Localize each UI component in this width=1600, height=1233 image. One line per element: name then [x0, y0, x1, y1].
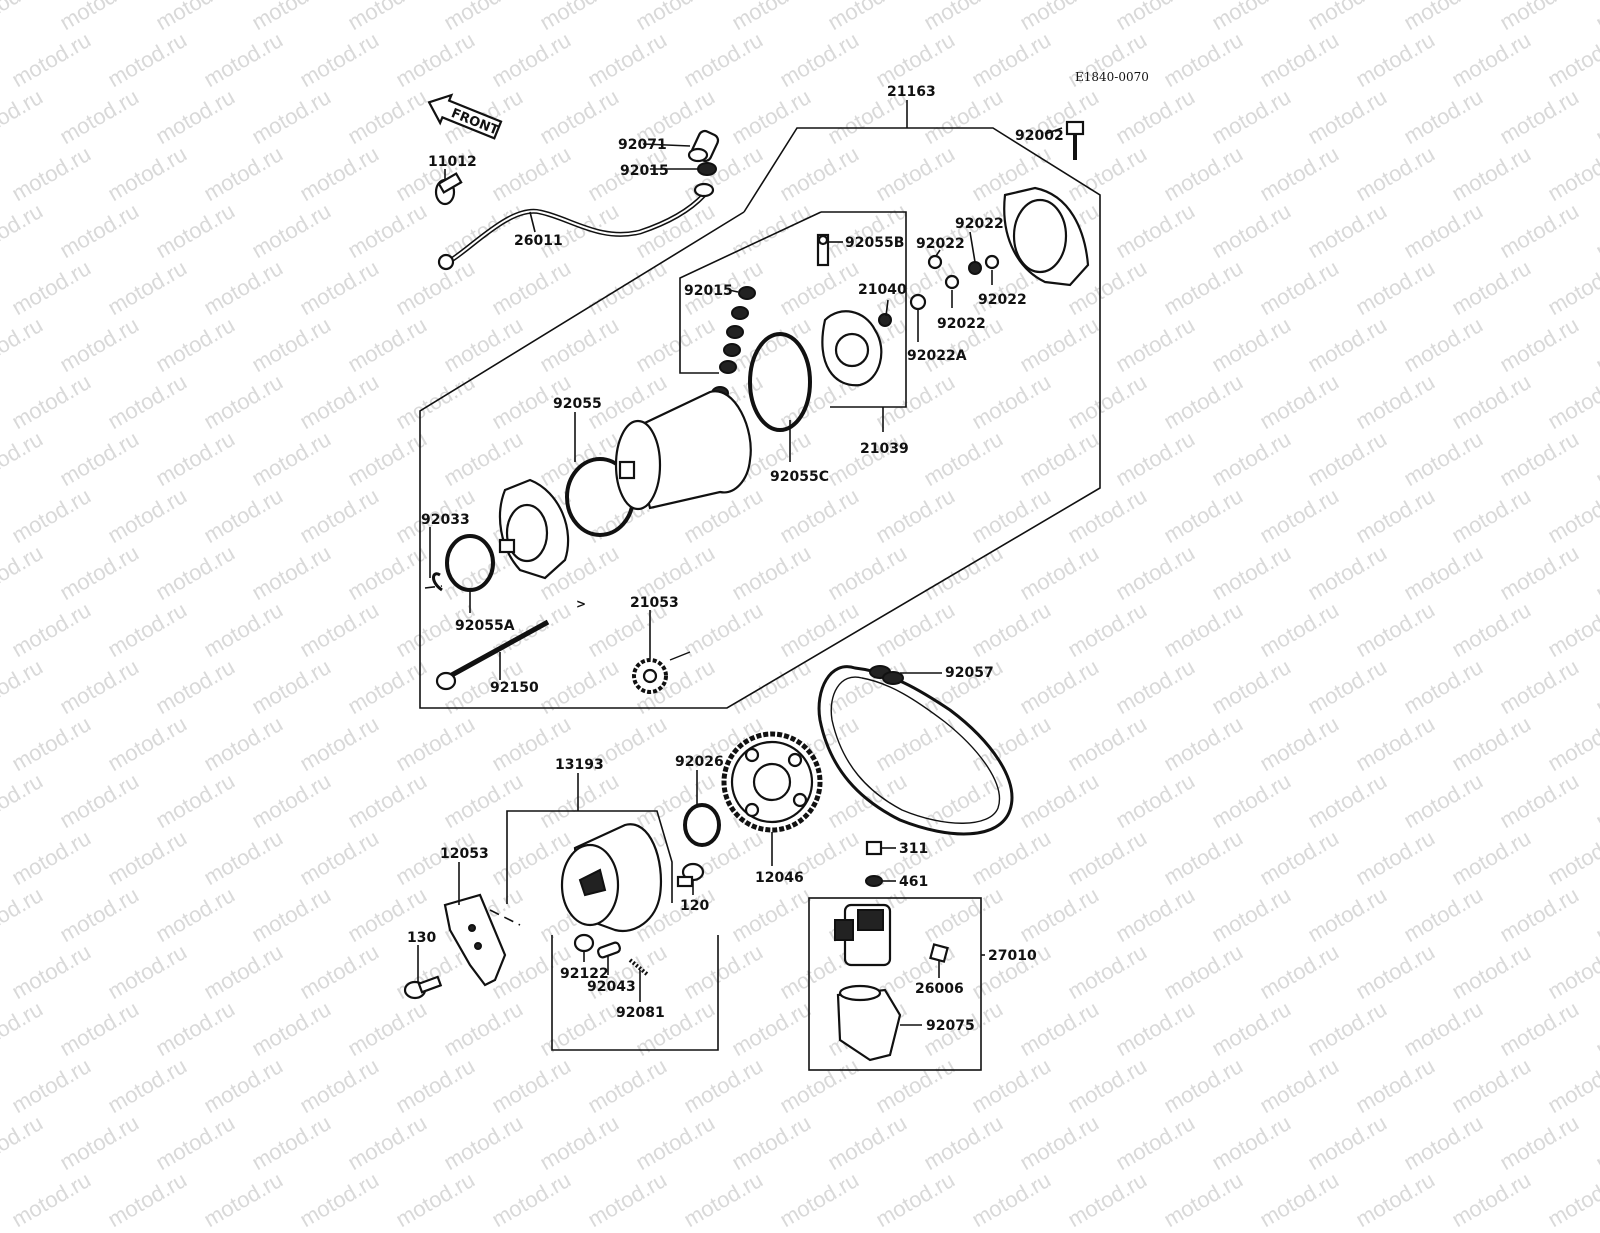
plunger-92043 — [596, 941, 622, 959]
label-12046: 12046 — [755, 870, 804, 886]
terminal-cap — [434, 172, 463, 206]
label-26011: 26011 — [514, 233, 563, 249]
leader-lines — [417, 127, 1063, 1026]
washer-461 — [865, 875, 883, 887]
fuse-26006 — [929, 943, 949, 963]
washer-92022-c — [968, 261, 982, 275]
label-92022-c: 92022 — [937, 316, 986, 332]
label-92055B: 92055B — [845, 235, 904, 251]
washer-92022-d — [984, 254, 1000, 270]
spring-92081 — [628, 958, 650, 977]
through-bolt-92150 — [435, 619, 550, 691]
nut-311 — [865, 840, 883, 856]
washer-92022-b — [944, 274, 960, 290]
label-92150: 92150 — [490, 680, 539, 696]
o-ring-92055C — [748, 332, 812, 432]
label-311: 311 — [899, 841, 928, 857]
nut-92015-top — [697, 162, 717, 176]
label-92043: 92043 — [587, 979, 636, 995]
bolt-120 — [676, 862, 705, 888]
motor-yoke — [614, 390, 752, 511]
label-92071: 92071 — [618, 137, 667, 153]
sprocket-12046 — [721, 731, 823, 833]
washer-92022-a — [927, 254, 943, 270]
snap-ring-92033 — [432, 572, 443, 592]
label-92015-mid: 92015 — [684, 283, 733, 299]
label-92081: 92081 — [616, 1005, 665, 1021]
label-92033: 92033 — [421, 512, 470, 528]
brush-assembly-outline — [679, 211, 907, 432]
idle-gear-21053 — [632, 651, 691, 694]
label-120: 120 — [680, 898, 709, 914]
exploded-view: E1840-0070 FRONT — [403, 70, 1149, 1071]
label-21039: 21039 — [860, 441, 909, 457]
label-92022A: 92022A — [907, 348, 967, 364]
starter-cable — [437, 182, 715, 271]
label-21053: 21053 — [630, 595, 679, 611]
front-arrow: FRONT — [427, 93, 503, 140]
label-461: 461 — [899, 874, 928, 890]
label-92022-d: 92022 — [978, 292, 1027, 308]
label-92026: 92026 — [675, 754, 724, 770]
drawing-code: E1840-0070 — [1075, 70, 1149, 84]
rear-end-cover — [1003, 186, 1090, 287]
label-92055C: 92055C — [770, 469, 829, 485]
roller-92122 — [573, 933, 595, 953]
small-arrow-mark: > — [576, 597, 586, 611]
relay-cover-92075 — [836, 984, 902, 1062]
label-26006: 26006 — [915, 981, 964, 997]
washer-92026 — [683, 803, 721, 847]
washer-92022A — [909, 293, 927, 311]
starter-relay-outline — [808, 897, 985, 1071]
starter-assembly-outline — [419, 100, 1101, 709]
part-labels: 21163 92002 92071 92015 11012 26011 9201… — [407, 84, 1064, 1034]
label-11012: 11012 — [428, 154, 477, 170]
label-92057: 92057 — [945, 665, 994, 681]
brush-plate — [816, 233, 892, 387]
label-92055: 92055 — [553, 396, 602, 412]
label-21163: 21163 — [887, 84, 936, 100]
bracket-12053 — [443, 893, 521, 987]
starter-clutch-13193 — [560, 823, 662, 933]
chain-92057 — [817, 665, 1014, 836]
starter-relay — [834, 903, 892, 967]
bolt-130 — [403, 975, 443, 1000]
bolt-92002 — [1065, 120, 1085, 160]
label-13193: 13193 — [555, 757, 604, 773]
label-92055A: 92055A — [455, 618, 515, 634]
label-92002: 92002 — [1015, 128, 1064, 144]
label-92022-b: 92022 — [955, 216, 1004, 232]
label-21040: 21040 — [858, 282, 907, 298]
plug-cap — [687, 129, 720, 163]
label-92075: 92075 — [926, 1018, 975, 1034]
front-end-cover — [498, 478, 570, 580]
label-12053: 12053 — [440, 846, 489, 862]
label-27010: 27010 — [988, 948, 1037, 964]
o-ring-92055A — [445, 534, 495, 592]
label-92122: 92122 — [560, 966, 609, 982]
label-130: 130 — [407, 930, 436, 946]
starter-clutch-outline — [506, 773, 719, 1051]
snap-ring-guide — [424, 585, 443, 589]
label-92022-a: 92022 — [916, 236, 965, 252]
label-92015-top: 92015 — [620, 163, 669, 179]
